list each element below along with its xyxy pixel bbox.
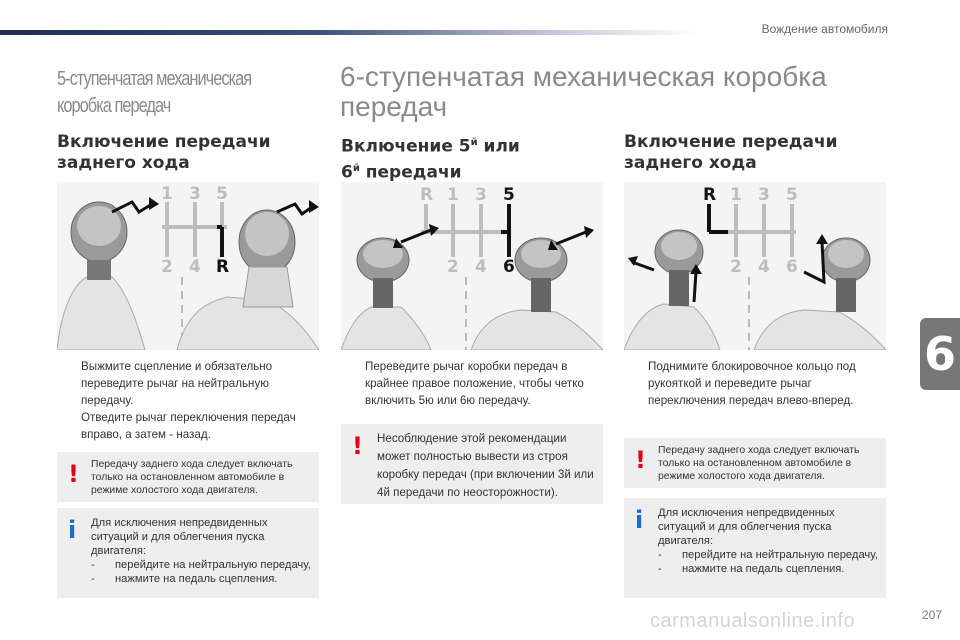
header-bar xyxy=(0,30,700,35)
gate-5: 5 xyxy=(503,185,515,205)
col1-warning-note: ! Несоблюдение этой рекомендации может п… xyxy=(341,424,603,504)
illustration-6speed-5th-6th: R 1 3 5 2 4 6 xyxy=(341,182,603,350)
list-item: -перейдите на нейтральную передачу, xyxy=(658,549,878,561)
gate-5: 5 xyxy=(786,185,798,205)
gate-3: 3 xyxy=(758,185,770,205)
left-subtitle: Включение передачи заднего хода xyxy=(57,132,271,173)
list-item: Выжмите сцепление и обязательно переведи… xyxy=(81,360,273,407)
list-item: Отведите рычаг переключения передач впра… xyxy=(81,411,296,441)
warning-icon: ! xyxy=(349,432,365,460)
info-icon: i xyxy=(632,506,648,534)
illustration-5speed-reverse: 1 3 5 2 4 R xyxy=(57,182,319,350)
gate-2: 2 xyxy=(730,257,742,277)
col1-bullets: Переведите рычаг коробки передач в крайн… xyxy=(341,358,606,409)
gate-3: 3 xyxy=(189,184,201,204)
gate-4: 4 xyxy=(475,257,487,277)
svg-text:!: ! xyxy=(635,446,646,474)
svg-text:i: i xyxy=(68,516,76,544)
col2-warning-note: ! Передачу заднего хода следует включать… xyxy=(624,438,886,488)
col1-subtitle: Включение 5й или 6й передачи xyxy=(341,136,520,183)
warning-icon: ! xyxy=(632,446,648,474)
list-item: -перейдите на нейтральную передачу, xyxy=(91,559,311,571)
col2-subtitle: Включение передачи заднего хода xyxy=(624,132,838,173)
left-bullets: Выжмите сцепление и обязательно переведи… xyxy=(57,358,322,443)
gate-6: 6 xyxy=(503,257,515,277)
list-item: Переведите рычаг коробки передач в крайн… xyxy=(365,360,584,407)
gate-r: R xyxy=(703,185,716,205)
main-section-title: 6-ступенчатая механическая коробка перед… xyxy=(340,61,827,122)
running-head: Вождение автомобиля xyxy=(761,22,888,36)
watermark: carmanualsonline.info xyxy=(650,610,856,632)
col2-bullets: Поднимите блокировочное кольцо под рукоя… xyxy=(624,358,889,409)
list-item: -нажмите на педаль сцепления. xyxy=(658,563,845,575)
list-item: Поднимите блокировочное кольцо под рукоя… xyxy=(648,360,856,407)
gate-6: 6 xyxy=(786,257,798,277)
chapter-tab: 6 xyxy=(920,318,960,390)
left-section-title: 5-ступенчатая механическая коробка перед… xyxy=(57,68,252,117)
gate-1: 1 xyxy=(730,185,742,205)
left-info-note: i Для исключения непредвиденных ситуаций… xyxy=(57,508,319,598)
gate-3: 3 xyxy=(475,185,487,205)
svg-text:i: i xyxy=(635,506,643,534)
col2-info-note: i Для исключения непредвиденных ситуаций… xyxy=(624,498,886,598)
gate-4: 4 xyxy=(189,257,201,277)
list-item: -нажмите на педаль сцепления. xyxy=(91,573,278,585)
page-number: 207 xyxy=(921,608,942,622)
gate-4: 4 xyxy=(758,257,770,277)
gate-5: 5 xyxy=(216,184,228,204)
svg-text:!: ! xyxy=(68,460,79,488)
gate-r: R xyxy=(216,257,229,277)
illustration-6speed-reverse: R 1 3 5 2 4 6 xyxy=(624,182,886,350)
gate-r: R xyxy=(420,185,433,205)
gate-2: 2 xyxy=(447,257,459,277)
gate-1: 1 xyxy=(447,185,459,205)
svg-text:!: ! xyxy=(352,432,363,460)
info-icon: i xyxy=(65,516,81,544)
warning-icon: ! xyxy=(65,460,81,488)
gate-1: 1 xyxy=(161,184,173,204)
left-warning-note: ! Передачу заднего хода следует включать… xyxy=(57,452,319,502)
gate-2: 2 xyxy=(161,257,173,277)
